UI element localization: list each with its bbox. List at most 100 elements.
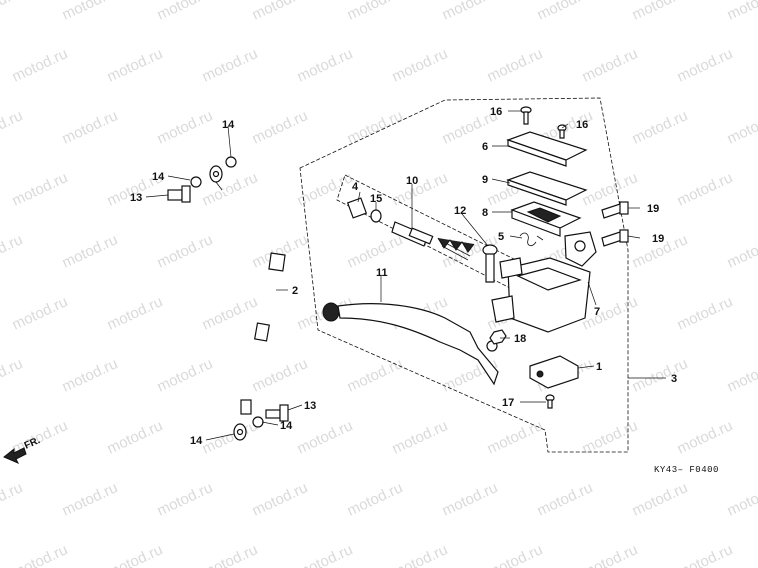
callout-16-right: 16	[576, 119, 588, 131]
watermark-text: motod.ru	[390, 45, 451, 85]
watermark-text: motod.ru	[10, 541, 71, 568]
watermark-text: motod.ru	[0, 479, 25, 519]
callout-19-lower: 19	[652, 233, 664, 245]
callout-17: 17	[502, 397, 514, 409]
watermark-text: motod.ru	[250, 355, 311, 395]
watermark-text: motod.ru	[10, 45, 71, 85]
watermark-text: motod.ru	[725, 355, 758, 395]
watermark-text: motod.ru	[390, 417, 451, 457]
pivot-bolt	[482, 244, 498, 283]
callouts: 1 2 3 4 5 6 7 8 9 10 11 12 13 13 14 14 1…	[130, 106, 677, 447]
watermark-text: motod.ru	[250, 0, 311, 24]
watermark-text: motod.ru	[250, 479, 311, 519]
watermark-text: motod.ru	[200, 293, 261, 333]
watermark-text: motod.ru	[295, 417, 356, 457]
callout-5: 5	[498, 231, 504, 243]
watermark-text: motod.ru	[295, 45, 356, 85]
watermark-text: motod.ru	[155, 107, 216, 147]
callout-16-left: 16	[490, 106, 502, 118]
watermark-text: motod.ru	[725, 231, 758, 271]
watermark-text: motod.ru	[200, 169, 261, 209]
banjo-bolt-lower	[252, 404, 289, 428]
watermark-text: motod.ru	[155, 355, 216, 395]
watermark-text: motod.ru	[485, 417, 546, 457]
callout-2: 2	[292, 285, 298, 297]
frame-assembly-3	[299, 97, 629, 453]
callout-3: 3	[671, 373, 677, 385]
callout-14-lower-right: 14	[280, 420, 293, 432]
watermark-text: motod.ru	[200, 45, 261, 85]
watermark-text: motod.ru	[675, 293, 736, 333]
callout-1: 1	[596, 361, 602, 373]
callout-18: 18	[514, 333, 526, 345]
watermark-text: motod.ru	[250, 107, 311, 147]
watermark-text: motod.ru	[580, 169, 641, 209]
watermark-text: motod.ru	[155, 0, 216, 24]
master-cylinder-body	[491, 231, 597, 333]
watermark-text: motod.ru	[485, 45, 546, 85]
watermark-text: motod.ru	[60, 355, 121, 395]
watermark-text: motod.ru	[675, 45, 736, 85]
callout-11: 11	[376, 267, 388, 279]
front-direction-indicator: FR.	[3, 435, 42, 464]
watermark-text: motod.ru	[60, 479, 121, 519]
watermark-text: motod.ru	[580, 45, 641, 85]
watermark-text: motod.ru	[725, 479, 758, 519]
reservoir-cap-stack	[506, 131, 588, 241]
watermark-text: motod.ru	[155, 231, 216, 271]
watermark-text: motod.ru	[535, 479, 596, 519]
watermark-text: motod.ru	[60, 231, 121, 271]
callout-8: 8	[482, 207, 488, 219]
callout-12: 12	[454, 205, 466, 217]
watermark-text: motod.ru	[345, 0, 406, 24]
watermark-text: motod.ru	[630, 0, 691, 24]
watermark-text: motod.ru	[105, 293, 166, 333]
brake-hose	[209, 165, 286, 441]
callout-6: 6	[482, 141, 488, 153]
watermark-text: motod.ru	[345, 231, 406, 271]
watermark-text: motod.ru	[390, 541, 451, 568]
watermark-text: motod.ru	[440, 0, 501, 24]
front-arrow-icon	[3, 447, 27, 464]
callout-19-upper: 19	[647, 203, 659, 215]
watermark-text: motod.ru	[630, 355, 691, 395]
watermark-text: motod.ru	[105, 45, 166, 85]
banjo-bolt-upper	[167, 156, 237, 203]
callout-13-upper: 13	[130, 192, 142, 204]
watermark-text: motod.ru	[0, 0, 25, 24]
callout-13-lower: 13	[304, 400, 316, 412]
watermark-text: motod.ru	[630, 107, 691, 147]
watermark-text: motod.ru	[580, 541, 641, 568]
watermark-text: motod.ru	[0, 355, 25, 395]
watermark-text: motod.ru	[155, 479, 216, 519]
watermark-text: motod.ru	[725, 107, 758, 147]
watermark-text: motod.ru	[60, 107, 121, 147]
watermark-text: motod.ru	[675, 417, 736, 457]
hardware	[489, 106, 629, 409]
watermark-text: motod.ru	[675, 169, 736, 209]
watermark-text: motod.ru	[580, 417, 641, 457]
watermark-text: motod.ru	[105, 417, 166, 457]
watermark-text: motod.ru	[675, 541, 736, 568]
watermark-text: motod.ru	[10, 293, 71, 333]
callout-7: 7	[594, 306, 600, 318]
watermark-text: motod.ru	[345, 107, 406, 147]
watermark-text: motod.ru	[60, 0, 121, 24]
watermark-text: motod.ru	[485, 541, 546, 568]
watermark-text: motod.ru	[200, 417, 261, 457]
watermark-text: motod.ru	[105, 541, 166, 568]
callout-15: 15	[370, 193, 382, 205]
watermark-text: motod.ru	[725, 0, 758, 24]
callout-14-upper: 14	[152, 171, 165, 183]
drawing-code: KY43– F0400	[654, 465, 719, 475]
watermark-text: motod.ru	[580, 293, 641, 333]
callout-14-top: 14	[222, 119, 235, 131]
watermark-text: motod.ru	[345, 479, 406, 519]
watermark-text: motod.ru	[535, 0, 596, 24]
piston-kit	[346, 197, 475, 261]
callout-10: 10	[406, 175, 418, 187]
watermark-text: motod.ru	[390, 169, 451, 209]
watermark-text: motod.ru	[630, 479, 691, 519]
